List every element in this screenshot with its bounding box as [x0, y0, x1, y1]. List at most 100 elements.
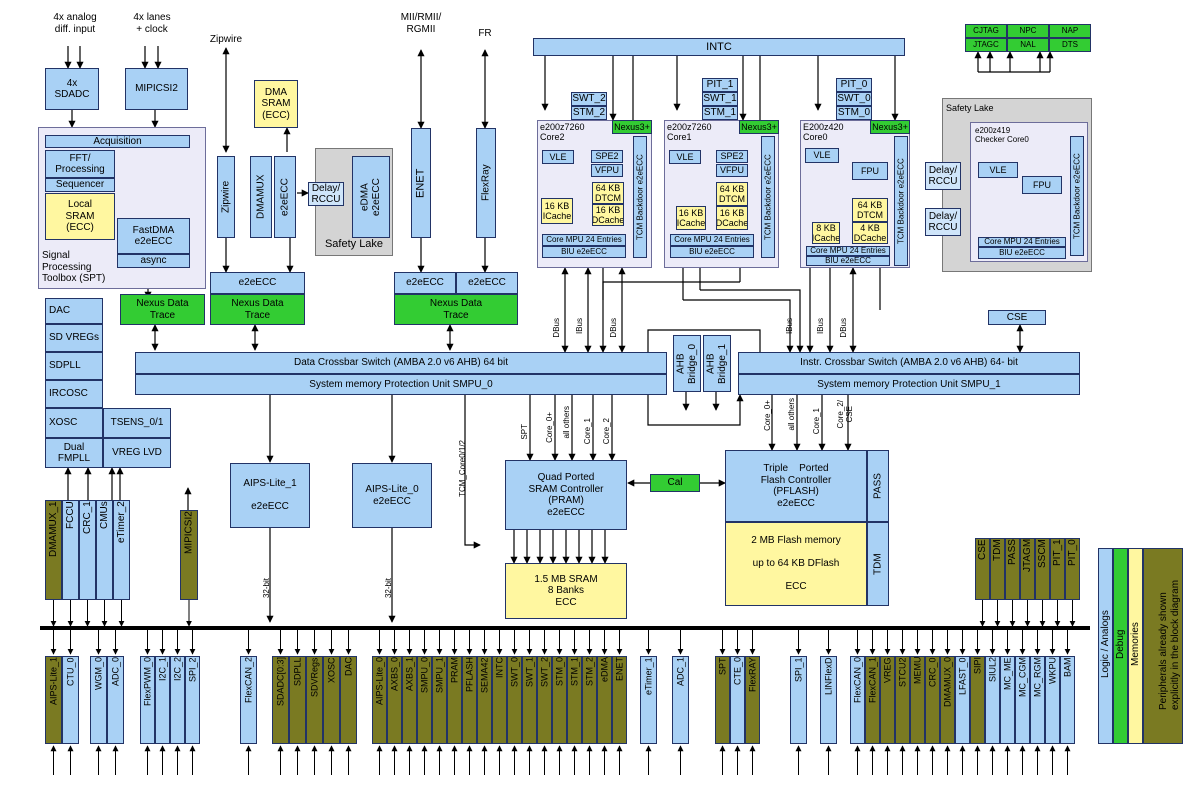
sdadc-block: 4x SDADC: [45, 68, 99, 110]
lower-adc-1: ADC_1: [672, 656, 689, 744]
dcache-core0: 4 KB DCache: [852, 222, 888, 244]
ibus-label-1: IBus: [575, 318, 584, 335]
upper-tdm: TDM: [990, 538, 1005, 600]
checker-name: e200z419 Checker Core0: [975, 126, 1029, 145]
flash-memory: 2 MB Flash memory up to 64 KB DFlash ECC: [725, 522, 867, 606]
tcm-backdoor-core1: TCM Backdoor e2eECC: [761, 136, 775, 258]
e2eecc-dma-block: e2eECC: [210, 272, 305, 294]
debug-npc: NPC: [1007, 24, 1049, 38]
xosc-block: XOSC: [45, 408, 103, 438]
dcache-core1: 16 KB DCache: [716, 206, 748, 230]
cse-block: CSE: [988, 310, 1046, 325]
dac-block: DAC: [45, 298, 103, 324]
mpu-core0: Core MPU 24 Entries: [806, 246, 890, 256]
pit1-block: PIT_1: [702, 78, 738, 92]
spe2-core1: SPE2: [716, 150, 748, 163]
flexray-block: FlexRay: [476, 128, 496, 238]
icache-core2: 16 KB ICache: [541, 198, 573, 224]
core1-name: e200z7260 Core1: [667, 122, 712, 143]
port-f-core1: Core_1: [812, 408, 821, 435]
legend-memories: Memories: [1128, 548, 1143, 744]
upper-cse: CSE: [975, 538, 990, 600]
lower-sdvregs: SDVRegs: [306, 656, 323, 744]
port-core2: Core_2: [602, 418, 611, 445]
cal-block: Cal: [650, 474, 700, 492]
tcm-backdoor-core2: TCM Backdoor e2eECC: [633, 136, 647, 258]
lower-spi-1: SPI_1: [790, 656, 807, 744]
upper-pit-1: PIT_1: [1050, 538, 1065, 600]
lower-aips-lite-0: AIPS-Lite_0: [372, 656, 387, 744]
vfpu-core1: VFPU: [716, 164, 748, 177]
lower-pflash: PFLASH: [462, 656, 477, 744]
lower-memu: MEMU: [910, 656, 925, 744]
lower-cte-0: CTE_0: [730, 656, 745, 744]
port-f-core0plus: Core_0+: [763, 400, 772, 431]
local-sram-block: Local SRAM (ECC): [45, 193, 115, 240]
core2-name: e200z7260 Core2: [540, 122, 585, 143]
icache-core1: 16 KB ICache: [676, 206, 706, 230]
spe2-core2: SPE2: [591, 150, 623, 163]
upper-cmus: CMUs: [96, 500, 113, 600]
lower-intc: INTC: [492, 656, 507, 744]
vle-core2: VLE: [542, 150, 574, 164]
core0-name: E200z420 Core0: [803, 122, 844, 143]
fpu-core0: FPU: [852, 162, 888, 180]
swt2-block: SWT_2: [571, 92, 607, 106]
delay-rccu-1: Delay/ RCCU: [925, 162, 961, 190]
zipwire-label: Zipwire: [209, 34, 243, 45]
biu-checker: BIU e2eECC: [978, 247, 1066, 259]
lower-axbs-1: AXBS_1: [402, 656, 417, 744]
lower-vreg: VREG: [880, 656, 895, 744]
lower-wgm-0: WGM_0: [90, 656, 107, 744]
debug-nap: NAP: [1049, 24, 1091, 38]
sram-memory: 1.5 MB SRAM 8 Banks ECC: [505, 563, 627, 619]
edma-block: eDMA e2eECC: [352, 156, 390, 238]
lower-stm-0: STM_0: [552, 656, 567, 744]
dbus-label-1: DBus: [552, 318, 561, 338]
nexus-core1: Nexus3+: [739, 120, 779, 134]
aips0-bits: 32-bit: [384, 578, 393, 599]
lower-flexcan-2: FlexCAN_2: [240, 656, 257, 744]
port-core1: Core_1: [583, 418, 592, 445]
biu-core1: BIU e2eECC: [670, 246, 754, 258]
lower-dac: DAC: [340, 656, 357, 744]
analog-input-label: 4x analog diff. input: [53, 12, 97, 35]
lower-flexcan-1: FlexCAN_1: [865, 656, 880, 744]
ibus-label-2: IBus: [785, 318, 794, 335]
icache-core0: 8 KB ICache: [812, 222, 840, 244]
port-tcm: TCM_Core0/1/2: [458, 440, 467, 497]
csi-lanes-label: 4x lanes + clock: [133, 12, 171, 35]
smpu0: System memory Protection Unit SMPU_0: [135, 374, 667, 395]
lower-i2c-1: I2C_1: [155, 656, 170, 744]
lower-sdadc-0-3: SDADC[0:3]: [272, 656, 289, 744]
lower-flexray: FlexRAY: [745, 656, 760, 744]
lower-siul2: SIUL2: [985, 656, 1000, 744]
lower-flexpwm-0: FlexPWM_0: [140, 656, 155, 744]
port-f-core2: Core_2/ CSE: [836, 400, 855, 429]
intc-block: INTC: [533, 38, 905, 56]
stm1-block: STM_1: [702, 106, 738, 120]
dcache-core2: 16 KB DCache: [592, 204, 624, 226]
flash-controller: Triple Ported Flash Controller (PFLASH) …: [725, 450, 867, 522]
ibus-label-3: IBus: [816, 318, 825, 335]
lower-mc-rgm: MC_RGM: [1030, 656, 1045, 744]
lower-stcu2: STCU2: [895, 656, 910, 744]
lower-mc-me: MC_ME: [1000, 656, 1015, 744]
vreg-lvd-block: VREG LVD: [103, 438, 171, 468]
e2eecc-dmamux-block: e2eECC: [274, 156, 296, 238]
fpu-checker: FPU: [1022, 176, 1062, 194]
tdm-block: TDM: [867, 522, 889, 606]
biu-core0: BIU e2eECC: [806, 256, 890, 266]
lower-bam: BAM: [1060, 656, 1075, 744]
sdpll-block: SDPLL: [45, 352, 103, 380]
lower-swt-2: SWT_2: [537, 656, 552, 744]
mpu-core1: Core MPU 24 Entries: [670, 234, 754, 246]
fastdma-block: FastDMA e2eECC: [117, 218, 190, 254]
lower-linflexd: LINFlexD: [820, 656, 837, 744]
dtcm-core0: 64 KB DTCM: [852, 198, 888, 222]
lower-xosc: XOSC: [323, 656, 340, 744]
aips-lite-1-block: AIPS-Lite_1 e2eECC: [230, 463, 310, 528]
lower-pram: PRAM: [447, 656, 462, 744]
